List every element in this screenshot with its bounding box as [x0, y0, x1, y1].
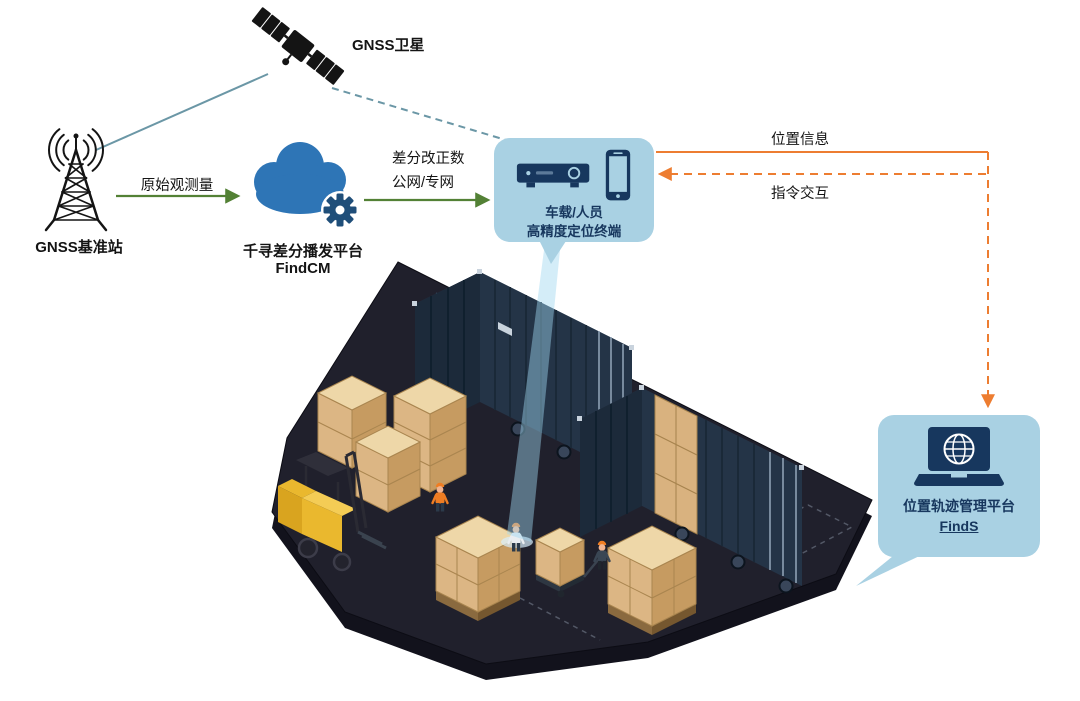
satellite-label: GNSS卫星 [352, 37, 425, 54]
carton-stacks [316, 375, 468, 513]
worker-2 [501, 522, 533, 552]
cloud-platform-product-label: FindCM [275, 260, 331, 277]
management-platform-product-label: FindS [939, 517, 979, 534]
raw-observation-label: 原始观测量 [140, 178, 214, 194]
radio-tower-icon [44, 128, 108, 232]
container-2-wheels [674, 526, 794, 594]
corrections-label-line1: 差分改正数 [392, 151, 465, 167]
gear-icon [321, 191, 359, 229]
worker-1 [431, 482, 449, 512]
laptop-globe-icon [914, 427, 1004, 486]
management-panel-tail [856, 552, 928, 586]
corrections-label-line2: 公网/专网 [392, 175, 455, 191]
smartphone-icon [605, 149, 631, 201]
cloud-gear-icon [254, 142, 359, 229]
pallet-jack [534, 527, 599, 598]
terminal-label-line2: 高精度定位终端 [526, 223, 622, 239]
terminal-panel: 车载/人员 高精度定位终端 [494, 138, 654, 242]
pallet-b [606, 525, 698, 635]
management-platform-label: 位置轨迹管理平台 [903, 498, 1015, 514]
vehicle-terminal-icon [516, 163, 590, 188]
cloud-platform-label: 千寻差分播发平台 [242, 243, 363, 260]
connector-lines [95, 73, 995, 586]
pallet-a [434, 515, 522, 621]
base-station-label: GNSS基准站 [35, 239, 123, 256]
positioning-beam [507, 250, 560, 542]
position-info-label: 位置信息 [771, 132, 829, 148]
satellite-to-station-line [95, 73, 269, 151]
gnss-satellite-icon [251, 7, 345, 85]
command-exchange-label: 指令交互 [771, 186, 829, 202]
worker-3 [593, 540, 611, 570]
warehouse-scene [271, 250, 873, 680]
terminal-icons [515, 146, 633, 204]
container-2 [577, 385, 804, 594]
terminal-label-line1: 车载/人员 [545, 205, 603, 220]
terminal-panel-tail [538, 238, 568, 264]
forklift [278, 450, 387, 572]
management-platform-panel: 位置轨迹管理平台 FindS [878, 415, 1040, 557]
satellite-to-terminal-line [331, 87, 507, 141]
container-2-open-cargo [654, 394, 698, 535]
